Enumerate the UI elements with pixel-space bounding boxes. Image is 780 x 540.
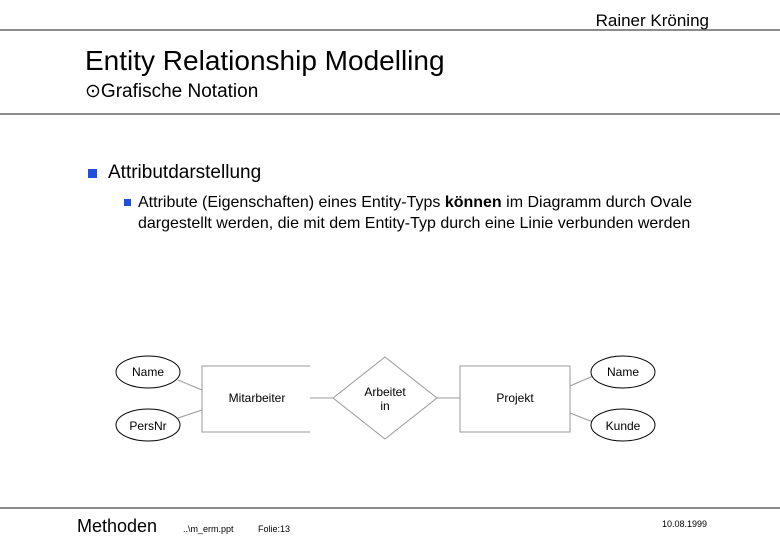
attribute-ellipse — [115, 408, 181, 442]
connector — [177, 409, 203, 419]
header-divider — [0, 113, 780, 115]
connector — [569, 375, 594, 387]
subtitle-text: Grafische Notation — [100, 81, 259, 102]
circled-dot-icon: ⊙ — [85, 81, 101, 102]
footer-file: ..\m_erm.ppt — [183, 524, 234, 534]
attribute-label: PersNr — [129, 419, 166, 433]
attribute-ellipse — [115, 355, 181, 389]
entity-box-right — [459, 365, 571, 433]
connector — [569, 412, 594, 423]
square-bullet-icon — [88, 169, 97, 178]
footer-divider — [0, 507, 780, 509]
square-bullet-icon — [124, 199, 131, 206]
attribute-label: Name — [607, 365, 639, 379]
attribute-ellipse — [590, 408, 656, 442]
attribute-label: Name — [132, 365, 164, 379]
bullet-text: Attributdarstellung — [108, 162, 262, 183]
bullet-text: Attribute (Eigenschaften) eines Entity-T… — [138, 194, 692, 232]
author: Rainer Kröning — [595, 11, 709, 30]
entity-label: Mitarbeiter — [229, 391, 286, 405]
connector — [177, 379, 203, 391]
top-divider — [0, 29, 780, 31]
attribute-label: Kunde — [606, 419, 641, 433]
footer-course: Methoden — [77, 516, 158, 536]
slide-title: Entity Relationship Modelling — [85, 45, 445, 76]
relationship-label: Arbeitet — [364, 385, 406, 399]
footer-slide-number: Folie:13 — [258, 524, 291, 534]
bullet-level2: Attribute (Eigenschaften) eines Entity-T… — [123, 192, 723, 234]
relationship-label: in — [380, 399, 389, 413]
entity-box-left — [201, 365, 310, 433]
slide-subtitle: ⊙Grafische Notation — [85, 80, 258, 103]
relationship-diamond — [332, 356, 438, 440]
entity-label: Projekt — [496, 391, 534, 405]
footer-date: 10.08.1999 — [662, 519, 708, 529]
attribute-ellipse — [590, 355, 656, 389]
